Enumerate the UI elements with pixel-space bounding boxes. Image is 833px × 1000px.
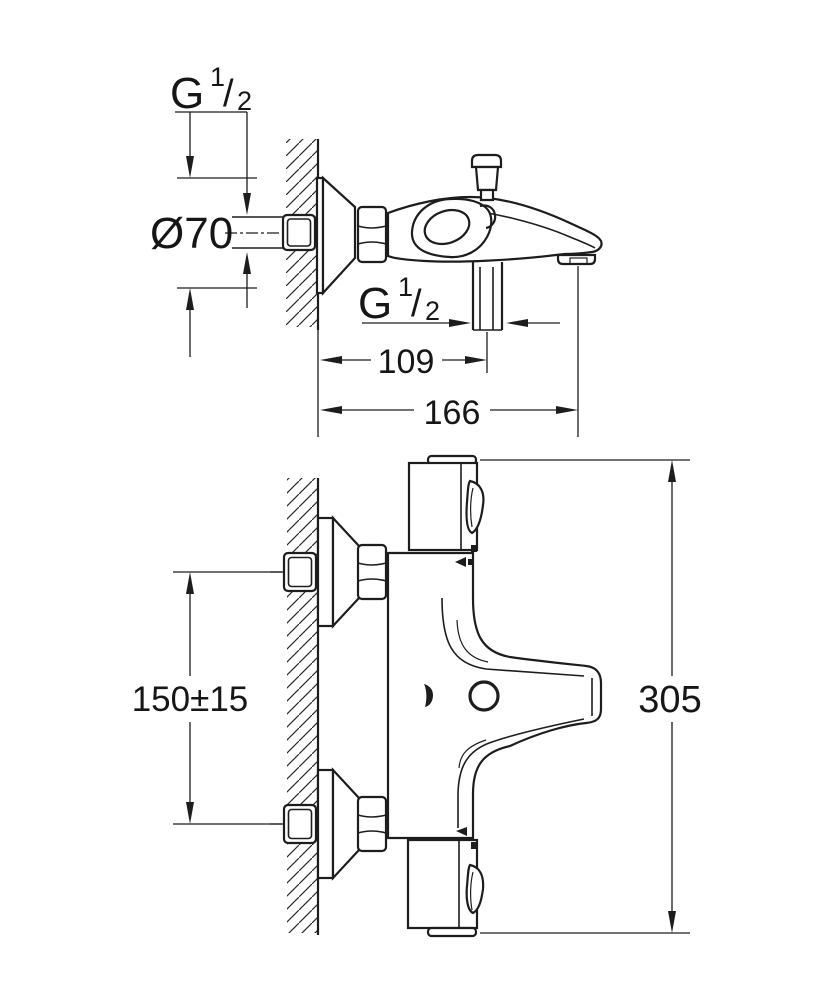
- dim-wall-thread-num: 1: [210, 62, 225, 92]
- thermostat-body: [386, 551, 603, 840]
- logo-circle: [468, 680, 500, 712]
- top-view-spout: G 1 / 2 Ø70 G 1 / 2: [150, 62, 603, 437]
- dim-wall-thread-slash: /: [223, 73, 234, 115]
- dim-hose-thread-num: 1: [398, 272, 413, 302]
- dim-166-label: 166: [424, 394, 481, 432]
- dim-150-label: 150±15: [132, 680, 249, 719]
- body-fillet-highlight-top: [456, 619, 489, 663]
- bottom-union-nut: [356, 795, 388, 853]
- bottom-knob-cap: [426, 926, 478, 938]
- bottom-knob: [406, 838, 485, 938]
- control-handle: [410, 197, 497, 259]
- dim-hose-thread-slash: /: [411, 283, 422, 325]
- dim-109-label: 109: [378, 343, 435, 381]
- diverter-knob: [470, 153, 503, 202]
- pictogram-mark: [424, 684, 433, 707]
- dim-connection-centers: 150±15: [132, 571, 284, 825]
- dim-hose-thread-den: 2: [425, 296, 440, 326]
- body-fillet-highlight-bottom: [458, 739, 487, 769]
- dim-escutcheon-diameter: Ø70: [150, 177, 257, 357]
- supply-pipe-stub: [232, 216, 284, 249]
- top-union-nut: [356, 543, 388, 601]
- top-escutcheon-flange: [316, 516, 335, 628]
- dim-hose-thread: G 1 / 2: [358, 272, 560, 328]
- bottom-escutcheon-cone: [331, 767, 361, 881]
- bottom-escutcheon-flange: [316, 768, 335, 880]
- escutcheon: [315, 175, 357, 296]
- top-escutcheon-cone: [331, 515, 361, 629]
- wall-union-fitting: [281, 213, 317, 252]
- wall-hatching: [287, 478, 318, 933]
- front-view-thermostat: 150±15 305: [132, 454, 702, 938]
- top-knob-lever: [465, 479, 485, 535]
- dim-overall-height: 305: [480, 459, 702, 934]
- top-knob: [407, 454, 485, 552]
- dim-305-label: 305: [638, 679, 701, 721]
- bottom-indicator-marker: [456, 827, 467, 836]
- dim-wall-thread-g: G: [170, 69, 204, 118]
- dim-wall-thread-den: 2: [237, 86, 252, 116]
- dim-wall-to-hose-outlet: 109: [320, 332, 488, 381]
- top-connection: [270, 515, 388, 629]
- dim-wall-to-spout-end: 166: [320, 266, 579, 437]
- dim-escutcheon-diameter-label: Ø70: [150, 209, 233, 258]
- union-nut: [356, 205, 388, 264]
- top-indicator-marker: [455, 557, 473, 567]
- hose-outlet-pipe: [471, 262, 504, 331]
- body-bottom-contour: [457, 718, 585, 828]
- bottom-knob-lever: [465, 863, 485, 915]
- body-top-contour: [441, 597, 585, 677]
- dim-hose-thread-g: G: [358, 279, 392, 328]
- spout-outlet: [556, 253, 597, 266]
- dim-wall-thread: G 1 / 2: [170, 62, 252, 308]
